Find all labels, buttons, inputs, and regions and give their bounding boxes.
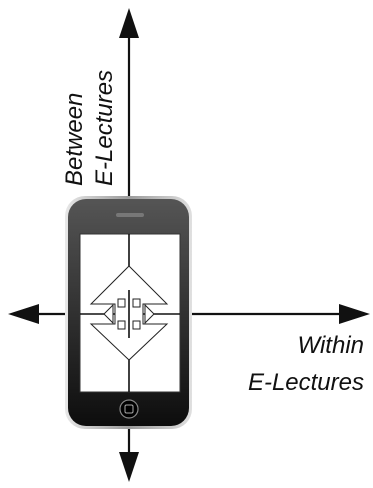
vertical-label-line2: E-Lectures xyxy=(91,70,118,186)
vertical-axis-label: Between E-Lectures xyxy=(61,70,118,186)
arrow-left-icon xyxy=(8,304,39,324)
arrow-up-icon xyxy=(119,8,139,38)
smartphone-icon xyxy=(65,196,192,429)
arrow-right-icon xyxy=(339,304,370,324)
horizontal-label-line2: E-Lectures xyxy=(248,369,364,396)
vertical-label-line1: Between xyxy=(61,93,88,186)
arrow-down-icon xyxy=(119,452,139,482)
four-way-arrow-icon xyxy=(89,265,169,361)
phone-speaker xyxy=(116,213,144,217)
horizontal-label-line1: Within xyxy=(298,332,364,359)
home-button-icon xyxy=(119,399,139,419)
horizontal-axis-label: Within E-Lectures xyxy=(248,332,364,396)
